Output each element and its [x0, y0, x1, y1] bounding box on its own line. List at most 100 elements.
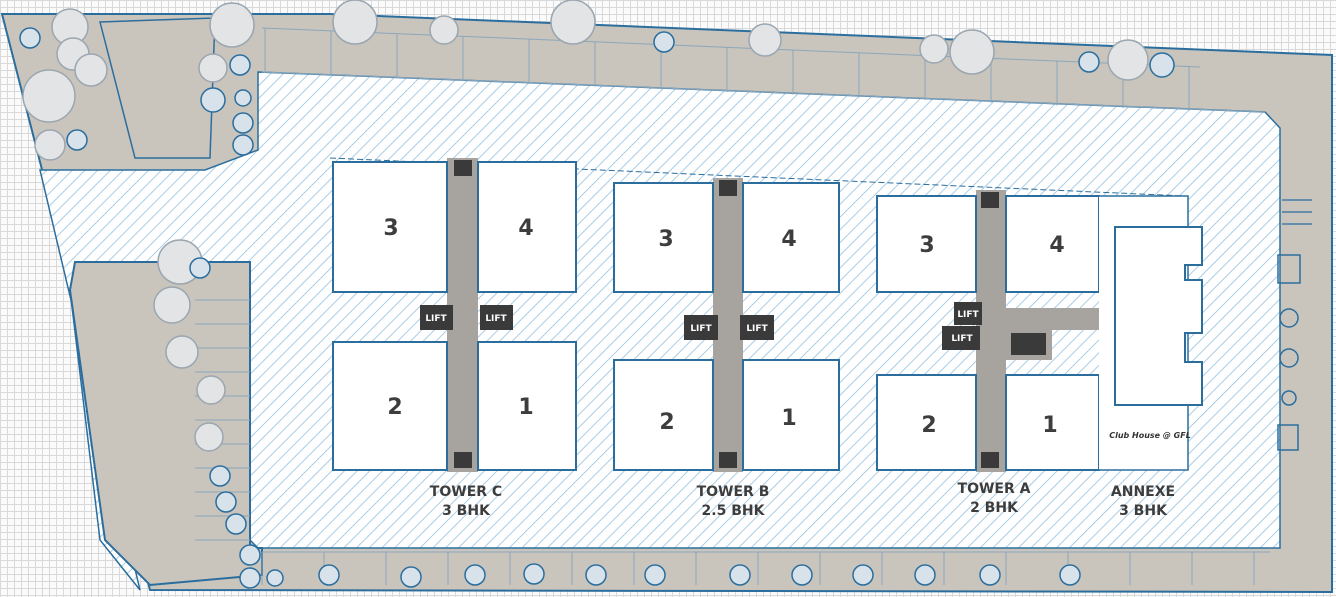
tree-icon	[748, 23, 782, 57]
flat-number: 1	[781, 406, 796, 431]
tower-c: LIFT LIFT 3 4 2 1 TOWER C 3 BHK	[332, 158, 577, 519]
lift-label: LIFT	[485, 314, 507, 324]
staircase-icon	[454, 160, 472, 176]
lift-label: LIFT	[957, 310, 979, 320]
club-house-label: Club House @ GFL	[1109, 431, 1191, 440]
flat-number: 4	[1049, 233, 1064, 258]
staircase-icon	[1011, 333, 1046, 355]
tree-icon	[332, 0, 378, 45]
staircase-icon	[981, 452, 999, 468]
tower-name: TOWER B	[697, 484, 770, 500]
flat-1[interactable]	[477, 341, 577, 471]
tree-icon	[22, 69, 76, 123]
flat-number: 2	[921, 413, 936, 438]
parking-stalls	[195, 27, 1270, 585]
annexe-name: ANNEXE	[1111, 484, 1175, 500]
tree-icon	[729, 564, 751, 586]
flat-number: 3	[919, 233, 934, 258]
annexe-type: 3 BHK	[1119, 503, 1168, 519]
tree-icon	[209, 2, 255, 48]
staircase-icon	[981, 192, 999, 208]
flat-number: 4	[781, 227, 796, 252]
tree-icon	[74, 53, 108, 87]
tree-icon	[66, 129, 88, 151]
amenity-icons	[1277, 199, 1312, 451]
flat-2[interactable]	[332, 341, 448, 471]
annexe-block[interactable]	[1114, 226, 1203, 406]
tree-icon	[232, 134, 254, 156]
tree-icon	[1078, 51, 1100, 73]
tree-icon	[215, 491, 237, 513]
flat-4[interactable]	[477, 161, 577, 293]
tree-icon	[400, 566, 422, 588]
tree-icon	[949, 29, 995, 75]
tree-icon	[189, 257, 211, 279]
tree-icon	[34, 129, 66, 161]
tree-icon	[1107, 39, 1149, 81]
tree-icon	[194, 422, 224, 452]
tree-icon	[229, 54, 251, 76]
lift-label: LIFT	[425, 314, 447, 324]
amenity-icon	[1281, 390, 1297, 406]
tree-icon	[464, 564, 486, 586]
flat-number: 1	[518, 395, 533, 420]
tree-icon	[791, 564, 813, 586]
tower-a: LIFT LIFT 3 4 2 1 TOWER A 2 BHK	[876, 190, 1116, 516]
tree-icon	[266, 569, 284, 587]
flat-2[interactable]	[876, 374, 977, 471]
tree-icon	[644, 564, 666, 586]
tree-icon	[550, 0, 596, 45]
flat-3[interactable]	[876, 195, 977, 293]
flat-4[interactable]	[1005, 195, 1100, 293]
tree-icon	[1059, 564, 1081, 586]
tower-type: 2.5 BHK	[702, 503, 766, 519]
flat-3[interactable]	[332, 161, 448, 293]
tree-icon	[232, 112, 254, 134]
tree-icon	[914, 564, 936, 586]
tower-name: TOWER A	[958, 481, 1031, 497]
parking-stall	[261, 71, 1266, 113]
tree-icon	[1149, 52, 1175, 78]
tree-icon	[318, 564, 340, 586]
amenity-icon	[1277, 424, 1299, 451]
parking-stall	[261, 27, 1201, 68]
amenity-icon	[1279, 348, 1299, 368]
lift-label: LIFT	[951, 334, 973, 344]
tree-icon	[19, 27, 41, 49]
tree-icon	[239, 544, 261, 566]
tree-icon	[196, 375, 226, 405]
tree-icon	[653, 31, 675, 53]
tower-type: 3 BHK	[442, 503, 491, 519]
tree-icon	[585, 564, 607, 586]
lift-label: LIFT	[746, 324, 768, 334]
tower-name: TOWER C	[430, 484, 502, 500]
tree-icon	[239, 567, 261, 589]
annexe: Club House @ GFL ANNEXE 3 BHK	[1099, 195, 1203, 519]
flat-number: 4	[518, 216, 533, 241]
lift	[420, 305, 453, 330]
tree-icon	[919, 34, 949, 64]
tree-icon	[200, 87, 226, 113]
trees	[19, 0, 1175, 589]
staircase-icon	[454, 452, 472, 468]
lift	[942, 326, 980, 350]
flat-4[interactable]	[742, 182, 840, 293]
tree-icon	[209, 465, 231, 487]
flat-1[interactable]	[742, 359, 840, 471]
flat-number: 2	[387, 395, 402, 420]
lift	[684, 315, 718, 340]
tree-icon	[198, 53, 228, 83]
flat-2[interactable]	[613, 359, 714, 471]
flat-3[interactable]	[613, 182, 714, 293]
amenity-icon	[1277, 254, 1301, 284]
tree-icon	[429, 15, 459, 45]
amenity-icon	[1279, 308, 1299, 328]
tree-icon	[979, 564, 1001, 586]
tower-b: LIFT LIFT 3 4 2 1 TOWER B 2.5 BHK	[613, 178, 840, 519]
tree-icon	[153, 286, 191, 324]
entrance-block	[99, 17, 216, 159]
staircase-icon	[719, 452, 737, 468]
lift	[954, 302, 982, 325]
tree-icon	[523, 563, 545, 585]
flat-number: 3	[383, 216, 398, 241]
